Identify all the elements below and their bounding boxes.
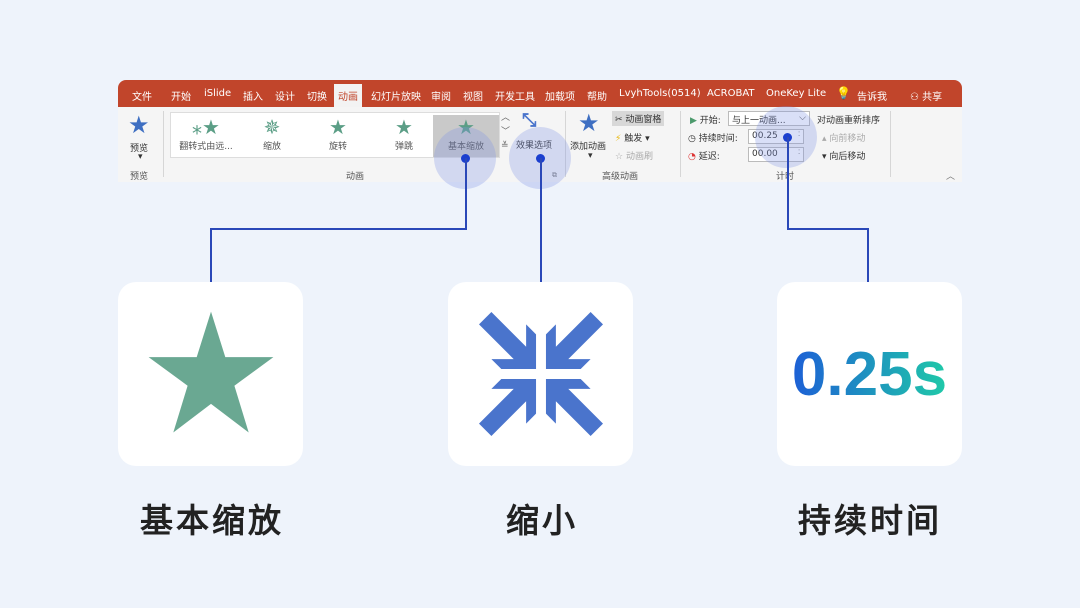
ribbon-tab-bar: 文件 开始 iSlide 插入 设计 切换 动画 幻灯片放映 审阅 视图 开发工…	[118, 80, 962, 110]
tab-acrobat[interactable]: ACROBAT	[707, 88, 755, 99]
delay-input[interactable]: 00.00 ⁚	[748, 147, 804, 162]
group-label-timing: 计时	[776, 172, 795, 182]
tab-slideshow[interactable]: 幻灯片放映	[371, 92, 421, 103]
duration-display: 0.25s	[791, 339, 948, 409]
delay-label: ◔ 延迟:	[688, 152, 720, 162]
tab-developer[interactable]: 开发工具	[495, 92, 535, 103]
connector-line	[465, 158, 467, 230]
trigger-button[interactable]: ⚡ 触发 ▾	[615, 134, 650, 144]
duration-value: 00.25	[752, 131, 778, 141]
effect-options-button[interactable]: 效果选项	[516, 141, 553, 151]
connector-line	[867, 228, 869, 282]
tab-addins[interactable]: 加载项	[545, 92, 575, 103]
delay-label-text: 延迟:	[698, 152, 720, 162]
add-animation-button[interactable]: 添加动画	[570, 142, 607, 152]
tab-review[interactable]: 审阅	[431, 92, 451, 103]
animation-painter-button[interactable]: ☆ 动画刷	[615, 152, 653, 162]
share-label: 共享	[922, 92, 943, 103]
gallery-item[interactable]: ★ 旋转	[305, 115, 371, 157]
gallery-item-label: 基本缩放	[447, 142, 484, 152]
animation-pane-label: 动画窗格	[625, 115, 662, 125]
preview-dropdown-icon[interactable]: ▾	[138, 152, 143, 162]
gallery-item[interactable]: ⁎★ 翻转式由远...	[173, 115, 239, 157]
card-basic-zoom	[118, 282, 303, 466]
star-zoom-icon: ✵	[263, 115, 281, 139]
add-animation-dropdown-icon[interactable]: ▾	[588, 151, 593, 161]
spinner[interactable]: ⁚	[798, 131, 800, 138]
dialog-launcher-icon[interactable]: ⧉	[552, 171, 557, 179]
gallery-item-label: 旋转	[328, 142, 347, 152]
star-flip-icon: ⁎★	[192, 115, 220, 139]
start-value: 与上一动画...	[732, 116, 786, 126]
gallery-item-selected[interactable]: ★ 基本缩放	[433, 115, 499, 157]
group-label-advanced: 高级动画	[602, 172, 639, 182]
tab-help[interactable]: 帮助	[587, 92, 607, 103]
tab-home[interactable]: 开始	[171, 92, 191, 103]
share-button[interactable]: ⚇ 共享	[910, 92, 943, 103]
connector-line	[787, 137, 789, 230]
tab-onekey[interactable]: OneKey Lite	[766, 88, 827, 99]
lightning-icon: ⚡	[615, 134, 622, 144]
gallery-scroll[interactable]: ︿﹀≚	[501, 113, 511, 151]
start-select[interactable]: 与上一动画... ⌵	[728, 111, 810, 126]
duration-label: ◷ 持续时间:	[688, 134, 738, 144]
tab-view[interactable]: 视图	[463, 92, 483, 103]
start-label: ▶ 开始:	[690, 116, 721, 126]
animation-painter-label: 动画刷	[625, 152, 653, 162]
move-later-button[interactable]: ▾ 向后移动	[822, 152, 866, 162]
move-earlier-button[interactable]: ▴ 向前移动	[822, 134, 866, 144]
trigger-label: 触发	[624, 134, 643, 144]
shrink-arrows-icon[interactable]: ⤡	[522, 110, 537, 131]
move-later-label: 向后移动	[829, 152, 866, 162]
preview-star-icon[interactable]: ★	[128, 111, 150, 139]
tell-me[interactable]: 告诉我	[857, 92, 887, 103]
add-animation-icon[interactable]: ★	[578, 109, 600, 137]
chevron-down-icon: ⌵	[799, 113, 806, 123]
preview-button[interactable]: 预览	[130, 144, 149, 154]
gallery-item[interactable]: ★ 弹跳	[371, 115, 437, 157]
gallery-item-label: 翻转式由远...	[179, 142, 233, 152]
connector-line	[787, 228, 869, 230]
star-bounce-icon: ★	[395, 115, 413, 139]
tab-insert[interactable]: 插入	[243, 92, 263, 103]
start-label-text: 开始:	[699, 116, 721, 126]
animation-gallery: ⁎★ 翻转式由远... ✵ 缩放 ★ 旋转 ★ 弹跳 ★ 基本缩放	[170, 112, 500, 158]
caption-shrink: 缩小	[506, 501, 578, 540]
star-icon: ★	[457, 115, 475, 139]
duration-label-text: 持续时间:	[698, 134, 738, 144]
reorder-label: 对动画重新排序	[817, 116, 881, 126]
gallery-item[interactable]: ✵ 缩放	[239, 115, 305, 157]
gallery-item-label: 缩放	[262, 142, 281, 152]
collapse-ribbon-icon[interactable]: ︿	[946, 172, 956, 182]
tab-lvyhtools[interactable]: LvyhTools(0514)	[619, 88, 701, 99]
spinner[interactable]: ⁚	[798, 149, 800, 156]
tab-animations[interactable]: 动画	[334, 84, 362, 110]
tab-design[interactable]: 设计	[275, 92, 295, 103]
star-spin-icon: ★	[329, 115, 347, 139]
connector-line	[210, 228, 467, 230]
shrink-arrows-icon	[478, 312, 603, 436]
move-earlier-label: 向前移动	[829, 134, 866, 144]
card-duration: 0.25s	[777, 282, 962, 466]
tab-file[interactable]: 文件	[132, 92, 152, 103]
gallery-item-label: 弹跳	[394, 142, 413, 152]
tab-islide[interactable]: iSlide	[204, 88, 232, 99]
group-label-animation: 动画	[346, 172, 365, 182]
star-icon	[148, 311, 273, 433]
lightbulb-icon[interactable]: 💡	[836, 86, 851, 100]
card-shrink	[448, 282, 633, 466]
animation-pane-button[interactable]: ✂ 动画窗格	[612, 111, 665, 126]
group-label-preview: 预览	[130, 172, 149, 182]
tab-transitions[interactable]: 切换	[307, 92, 327, 103]
connector-line	[210, 228, 212, 282]
caption-basic-zoom: 基本缩放	[140, 501, 284, 540]
delay-value: 00.00	[752, 149, 778, 159]
connector-line	[540, 158, 542, 282]
caption-duration: 持续时间	[798, 501, 942, 540]
